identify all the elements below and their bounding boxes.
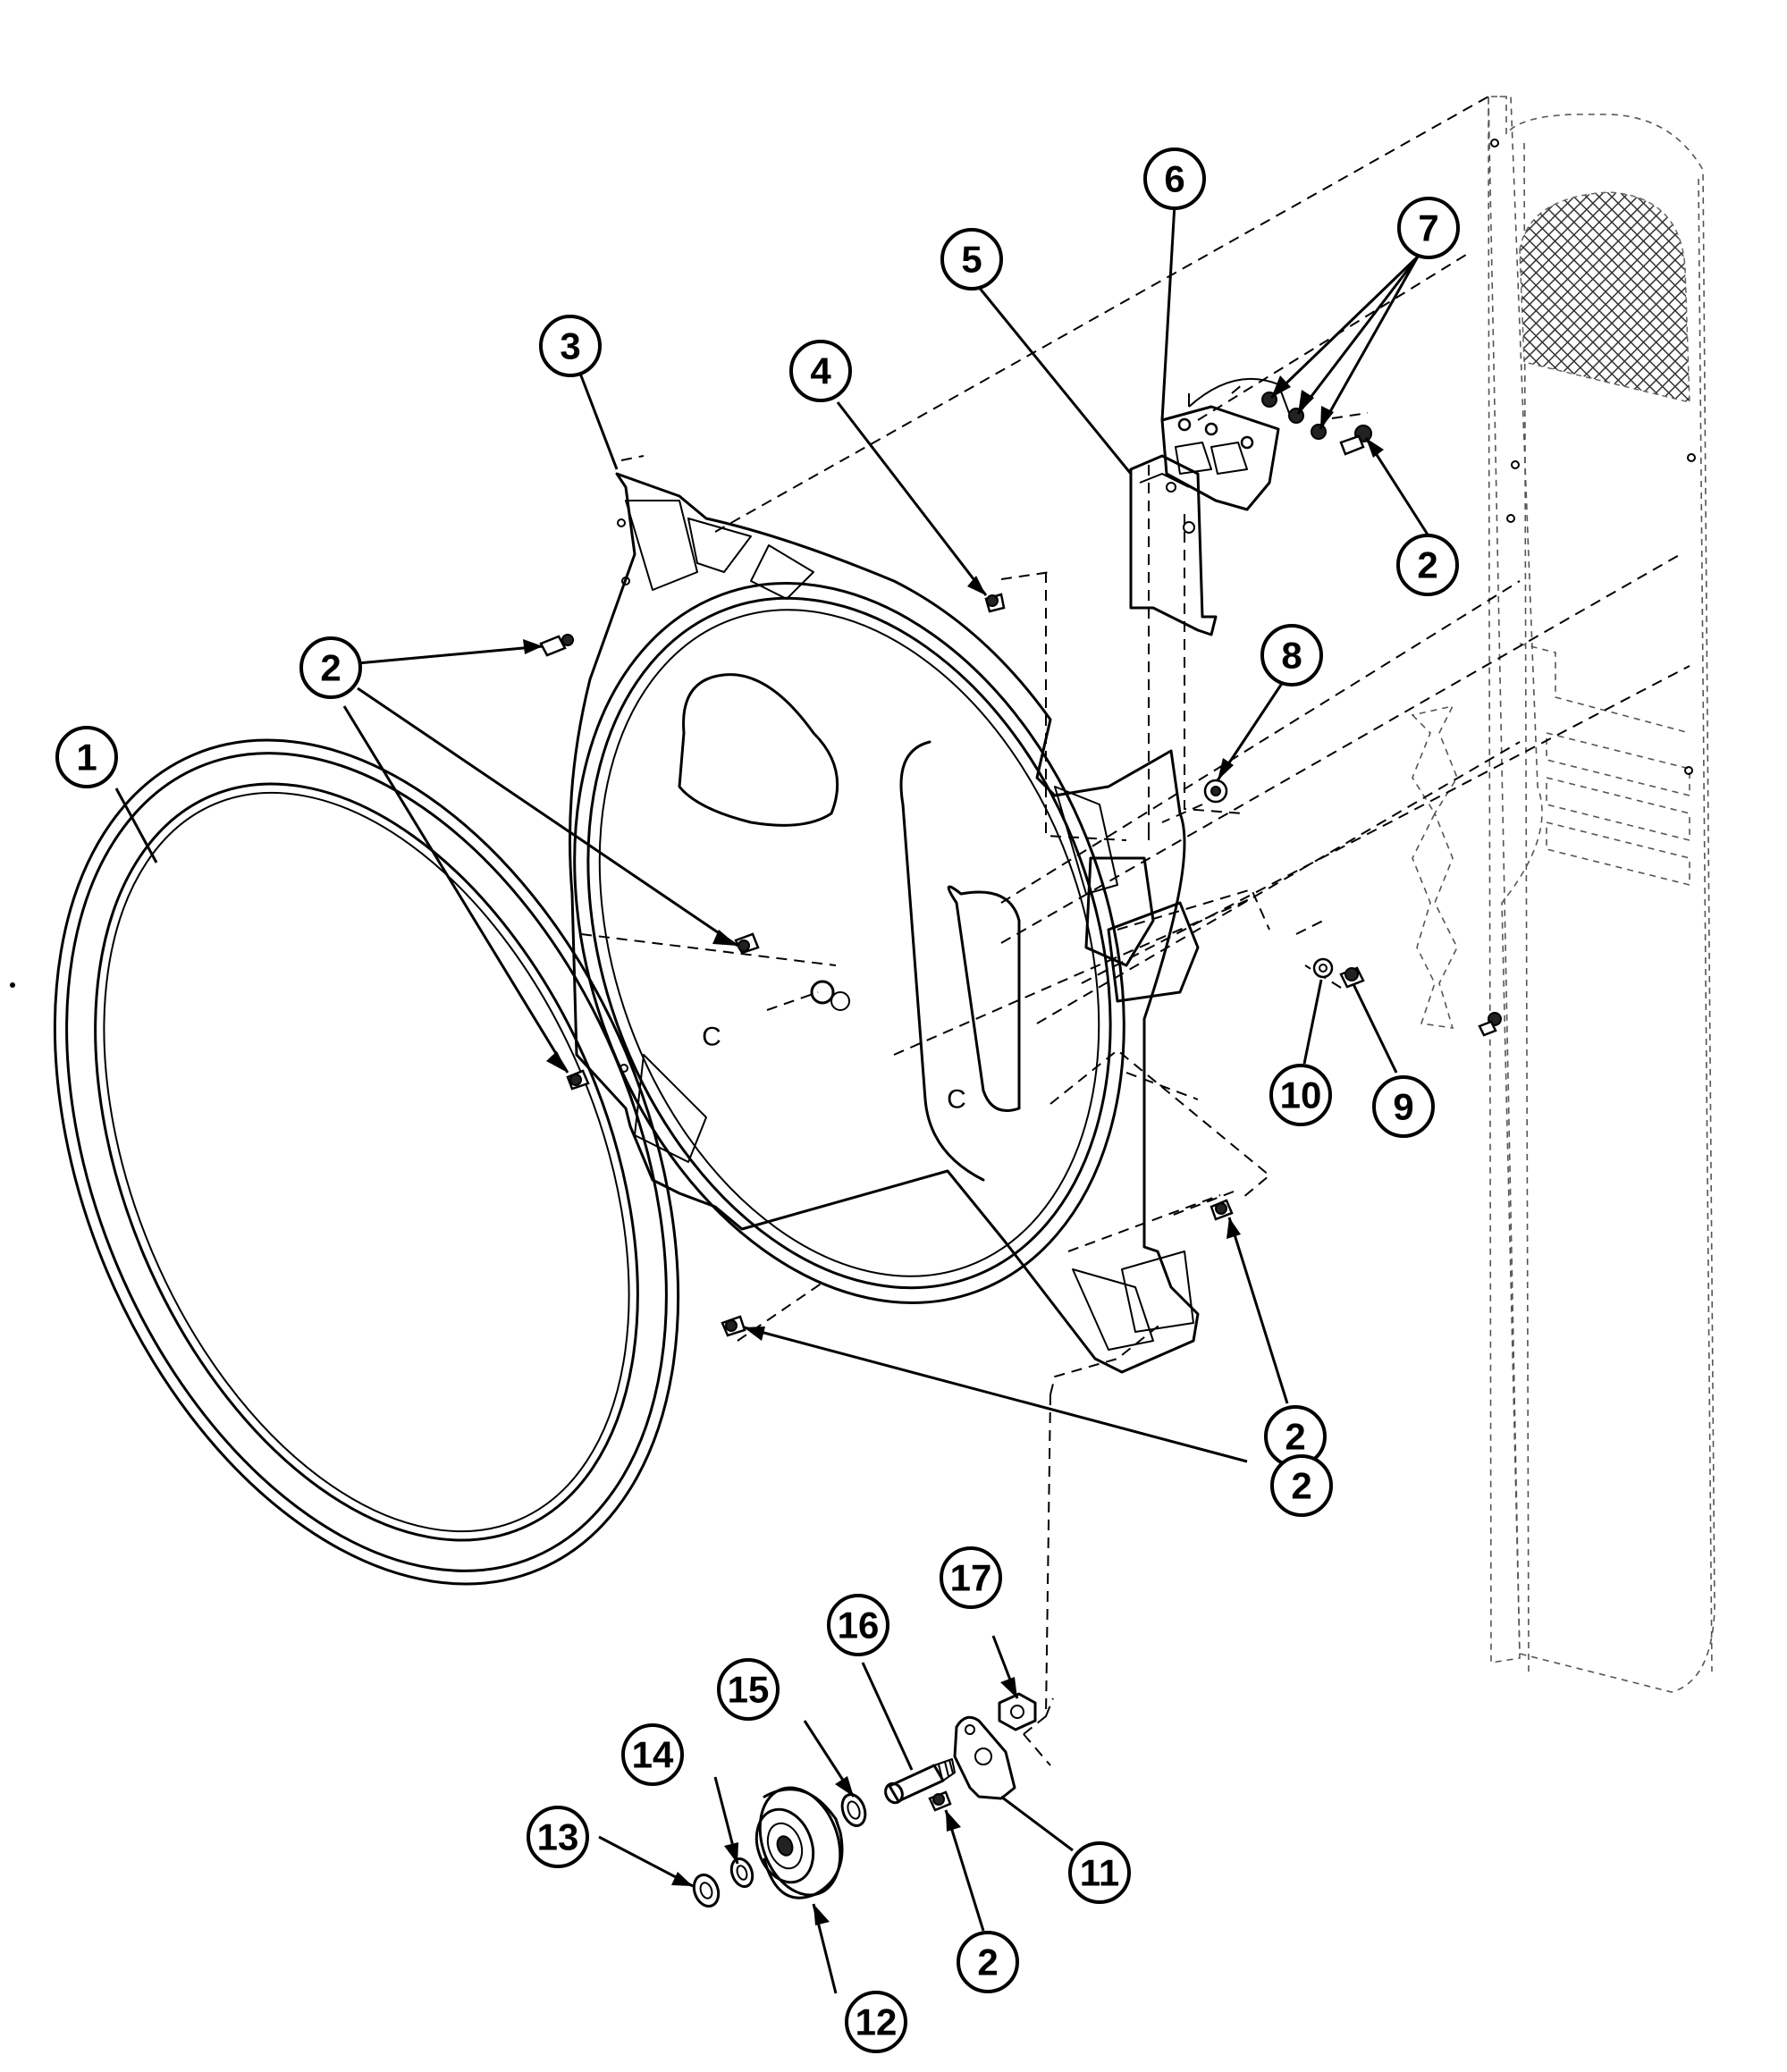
roller-shaft (884, 1758, 956, 1805)
svg-text:14: 14 (632, 1734, 674, 1776)
callout-9: 9 (1372, 1075, 1435, 1138)
svg-text:2: 2 (1291, 1465, 1311, 1507)
svg-text:3: 3 (560, 325, 580, 367)
assembly-lines (580, 96, 1690, 1766)
panel-mark-right: C (947, 1085, 966, 1115)
callout-2: 2 (1270, 1454, 1333, 1517)
svg-text:9: 9 (1393, 1086, 1413, 1128)
callout-2: 2 (1396, 534, 1459, 596)
callout-8: 8 (1260, 624, 1323, 686)
washer (1312, 957, 1334, 979)
svg-text:13: 13 (537, 1816, 579, 1858)
callout-4: 4 (789, 340, 852, 402)
roller-bracket (953, 1715, 1016, 1800)
retaining-ring (692, 1874, 721, 1908)
callout-5: 5 (940, 228, 1003, 291)
screw (721, 1315, 746, 1337)
svg-text:4: 4 (810, 350, 831, 392)
terminal-screw (1261, 392, 1327, 440)
svg-text:2: 2 (320, 647, 341, 689)
callout-15: 15 (717, 1658, 780, 1721)
callout-1: 1 (55, 726, 118, 788)
callout-12: 12 (845, 1991, 907, 2053)
screw (1478, 1012, 1502, 1037)
callout-17: 17 (940, 1546, 1002, 1609)
side-strip (1411, 704, 1458, 1029)
svg-text:12: 12 (856, 2001, 898, 2043)
screw (984, 593, 1006, 613)
svg-text:1: 1 (76, 737, 97, 779)
rear-cabinet-panel (1488, 96, 1715, 1693)
nut (1203, 779, 1228, 804)
terminal-block (1160, 377, 1293, 511)
screw (734, 932, 760, 955)
drum-roller (754, 1786, 844, 1899)
roller-spacer (729, 1857, 754, 1888)
callout-3: 3 (539, 315, 602, 377)
svg-text:11: 11 (1080, 1852, 1119, 1894)
screw (1339, 966, 1365, 989)
callout-14: 14 (621, 1723, 684, 1786)
screw (539, 634, 574, 657)
callout-10: 10 (1269, 1064, 1332, 1126)
svg-text:5: 5 (961, 239, 982, 281)
screw (566, 1069, 590, 1091)
svg-text:2: 2 (1285, 1416, 1305, 1458)
terminal-bracket (1129, 454, 1218, 636)
front-bulkhead: C C (569, 472, 1200, 1374)
screw (1210, 1199, 1234, 1221)
panel-mark-left: C (702, 1023, 721, 1052)
callout-13: 13 (527, 1806, 589, 1868)
svg-text:6: 6 (1164, 158, 1184, 200)
svg-text:10: 10 (1280, 1074, 1322, 1116)
screw (1339, 425, 1372, 456)
callout-16: 16 (827, 1594, 889, 1656)
callout-2: 2 (1264, 1405, 1327, 1468)
exhaust-vent-mesh (1519, 191, 1690, 403)
svg-text:15: 15 (728, 1669, 770, 1711)
speck (10, 982, 15, 988)
callout-2: 2 (299, 636, 362, 699)
svg-text:17: 17 (950, 1557, 992, 1599)
svg-text:2: 2 (977, 1941, 998, 1984)
svg-text:2: 2 (1417, 544, 1437, 586)
svg-text:8: 8 (1281, 635, 1302, 677)
screw (928, 1790, 952, 1812)
callout-7: 7 (1397, 197, 1460, 259)
roller-washer (840, 1793, 867, 1827)
svg-text:16: 16 (838, 1605, 880, 1647)
roller-nut (998, 1692, 1037, 1731)
callout-6: 6 (1143, 147, 1206, 210)
leader-lines (114, 203, 1429, 1994)
callout-2: 2 (957, 1931, 1019, 1993)
callout-11: 11 (1068, 1841, 1131, 1904)
front-seal-ring (53, 738, 680, 1586)
svg-text:7: 7 (1418, 207, 1438, 249)
